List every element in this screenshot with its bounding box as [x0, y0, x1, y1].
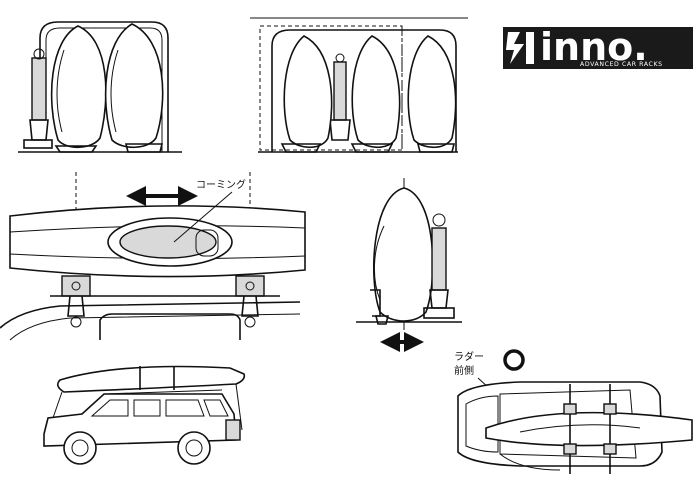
- middle-window: [133, 399, 161, 417]
- rear-window: [165, 399, 205, 417]
- panel-single-kayak: [356, 178, 462, 352]
- kayak-side: [373, 187, 434, 322]
- roof-rail: [103, 389, 223, 395]
- stacker-frame: [39, 21, 169, 152]
- kayak-c: [407, 35, 457, 149]
- stacker-frame-inner: [45, 27, 163, 152]
- cockpit-opening: [119, 225, 217, 259]
- clamp-left: [61, 275, 91, 328]
- frame-2: [271, 29, 457, 152]
- clamp-right: [235, 275, 265, 328]
- kayak-b: [351, 35, 401, 149]
- panel-three-kayaks: [250, 17, 468, 153]
- single-post: [431, 227, 447, 291]
- logo-mark-icon: [506, 32, 534, 64]
- windshield: [465, 395, 499, 453]
- panel-car-top: ラダー 前側: [454, 349, 693, 474]
- saddle-a: [280, 143, 322, 153]
- front-wheel: [63, 431, 97, 465]
- mount-2: [603, 403, 617, 415]
- post-cap: [33, 48, 45, 60]
- suv-kayak: [56, 365, 246, 393]
- mount-1: [563, 403, 577, 415]
- single-post-cap: [432, 213, 446, 227]
- rear-wheel: [177, 431, 211, 465]
- logo-background: [503, 27, 693, 69]
- kayak-2-edge: [110, 49, 119, 133]
- kayak-a: [283, 35, 333, 149]
- spare-tire: [225, 419, 241, 441]
- logo-tagline: ADVANCED CAR RACKS: [580, 61, 663, 68]
- mount-4: [603, 443, 617, 455]
- left-foot: [23, 139, 53, 149]
- saddle-2: [124, 143, 164, 153]
- panel-top-view: コーミング: [0, 172, 306, 341]
- stern-line: [235, 383, 243, 431]
- saddle-c: [416, 143, 456, 153]
- front-window: [90, 399, 129, 417]
- kayak-2: [104, 23, 164, 149]
- car-top-kayak: [485, 411, 693, 447]
- ok-circle-icon: [503, 349, 525, 371]
- single-post-foot: [423, 307, 455, 319]
- seat-back: [195, 229, 219, 257]
- left-clamp: [29, 119, 49, 141]
- label-ladder: ラダー: [454, 350, 484, 363]
- panel-two-kayaks: [18, 21, 182, 153]
- label-coaming: コーミング: [196, 178, 246, 191]
- single-post-clamp: [429, 289, 449, 309]
- kayak-1: [50, 25, 107, 149]
- inno-logo: inno. ADVANCED CAR RACKS: [503, 25, 693, 69]
- saddle-b: [350, 143, 394, 153]
- kayak-1-edge: [56, 49, 65, 133]
- left-post: [31, 57, 47, 121]
- car-roof-line: [0, 301, 301, 329]
- center-post: [333, 61, 347, 121]
- kayak-top-line: [519, 424, 641, 433]
- panel-suv: [43, 365, 246, 465]
- hood-line: [499, 453, 561, 471]
- logo-wordmark: inno.: [540, 25, 648, 69]
- back-window: [203, 399, 229, 417]
- label-front-side: 前側: [454, 364, 474, 377]
- kayak-side-edge: [373, 225, 385, 301]
- center-clamp: [329, 119, 351, 141]
- center-post-cap: [335, 53, 345, 63]
- coaming-leader: [173, 191, 233, 243]
- mount-3: [563, 443, 577, 455]
- roof-window: [99, 313, 241, 340]
- car-roof-line-2: [9, 313, 301, 341]
- straps: [139, 366, 175, 390]
- saddle-1: [54, 145, 98, 153]
